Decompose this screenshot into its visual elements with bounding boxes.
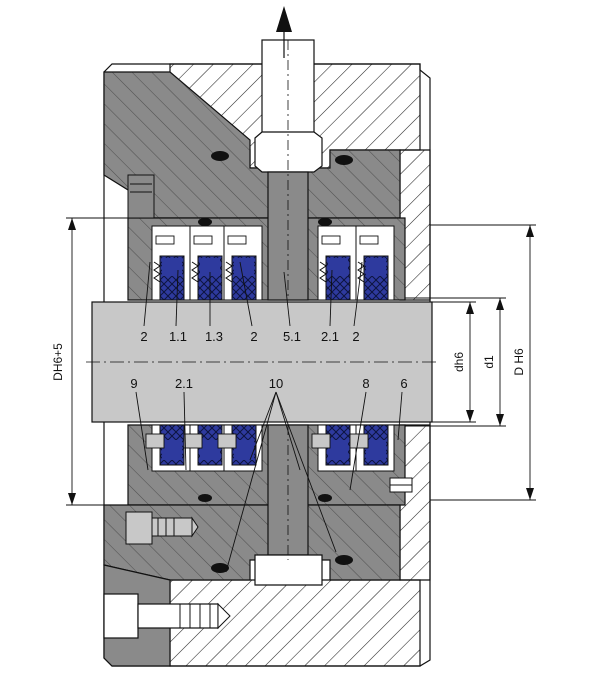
part-label: 6 (400, 376, 407, 391)
mounting-bolt-lower (103, 593, 231, 639)
part-label: 2 (140, 329, 147, 344)
leader-lines (135, 261, 403, 573)
part-label: 2 (352, 329, 359, 344)
dimension-label-d1: d1 (482, 355, 496, 369)
dimension-lines (66, 217, 536, 506)
seal-element (317, 225, 357, 301)
part-label: 1.3 (205, 329, 223, 344)
part-label: 2.1 (321, 329, 339, 344)
seal-element (349, 424, 395, 472)
part-label: 9 (130, 376, 137, 391)
part-label: 8 (362, 376, 369, 391)
dimension-label-dh6: dh6 (452, 352, 466, 372)
part-label: 2 (250, 329, 257, 344)
part-label: 1.1 (169, 329, 187, 344)
pin-right (389, 477, 413, 493)
seal-elements-top (151, 225, 395, 301)
seal-element (189, 225, 229, 301)
seal-elements-bottom (145, 424, 395, 472)
part-label: 5.1 (283, 329, 301, 344)
seal-element (355, 225, 395, 301)
dimension-label-left: DH6+5 (51, 343, 65, 381)
part-labels-top: 2 1.1 1.3 2 5.1 2.1 2 (140, 329, 359, 344)
port-channel (254, 39, 323, 586)
mounting-bolt-upper (125, 511, 199, 545)
arrow-up-icon (276, 6, 292, 58)
part-labels-bottom: 9 2.1 10 8 6 (130, 376, 407, 391)
shaft (86, 301, 438, 423)
dimension-label-DH6: D H6 (512, 348, 526, 376)
part-label: 10 (269, 376, 283, 391)
seal-element (145, 424, 191, 472)
seal-element (223, 225, 263, 301)
part-label: 2.1 (175, 376, 193, 391)
seal-element (151, 225, 191, 301)
seal-element (217, 424, 263, 472)
o-rings (198, 151, 353, 573)
seal-element (311, 424, 357, 472)
